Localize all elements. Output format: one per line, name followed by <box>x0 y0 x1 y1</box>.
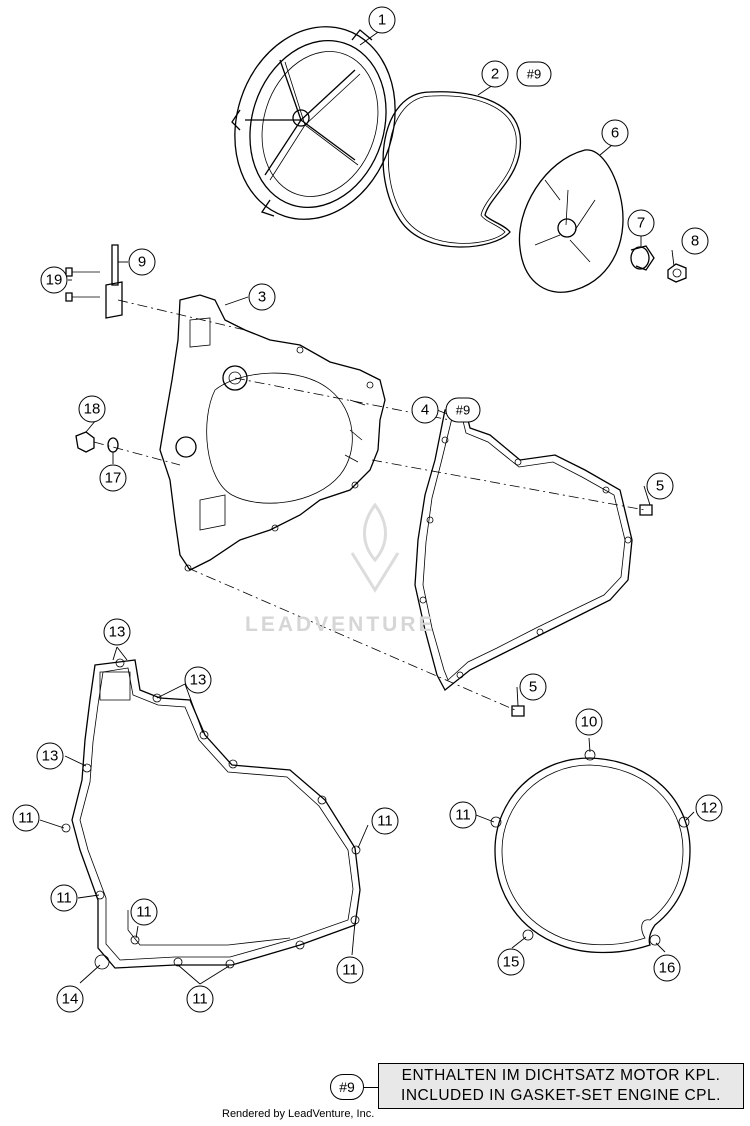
render-credit: Rendered by LeadVenture, Inc. <box>222 1108 375 1120</box>
part-17-o-ring <box>107 437 119 453</box>
callout-11-lower-left: 11 <box>50 884 78 912</box>
svg-text:10: 10 <box>581 714 598 731</box>
part-2-o-ring <box>382 91 522 248</box>
svg-text:14: 14 <box>62 991 79 1008</box>
callout-15: 15 <box>497 948 525 976</box>
callout-9: 9 <box>128 248 156 276</box>
callout-3: 3 <box>248 283 276 311</box>
svg-text:11: 11 <box>377 813 393 830</box>
note-line-english: INCLUDED IN GASKET-SET ENGINE CPL. <box>401 1087 721 1104</box>
part-4-gasket <box>414 407 633 691</box>
svg-text:12: 12 <box>701 800 718 817</box>
svg-text:5: 5 <box>529 679 537 696</box>
svg-text:19: 19 <box>46 272 63 289</box>
part-7-bushing <box>630 245 655 271</box>
svg-text:2: 2 <box>491 66 499 83</box>
svg-text:3: 3 <box>258 289 266 306</box>
callout-1: 1 <box>368 6 396 34</box>
svg-text:16: 16 <box>659 960 676 977</box>
note-reference-connector <box>364 1087 378 1088</box>
callout-8: 8 <box>681 227 709 255</box>
svg-text:7: 7 <box>637 215 645 232</box>
svg-text:9: 9 <box>138 254 146 271</box>
large-gasket-outline <box>61 658 361 970</box>
callout-10: 10 <box>575 708 603 736</box>
part-6-cover-plate <box>518 149 624 293</box>
svg-text:#9: #9 <box>456 403 470 418</box>
svg-text:8: 8 <box>691 233 699 250</box>
svg-text:11: 11 <box>56 890 72 907</box>
callout-2: 2 <box>481 60 509 88</box>
svg-text:17: 17 <box>105 470 122 487</box>
callout-11-right: 11 <box>371 807 399 835</box>
callout-17: 17 <box>99 464 127 492</box>
callout-11-left: 11 <box>12 804 40 832</box>
callout-13-mid: 13 <box>184 666 212 694</box>
note-reference-badge: #9 <box>330 1074 364 1100</box>
part-5-bolt-upper <box>639 504 653 516</box>
callout-4-ref: #9 <box>445 397 481 423</box>
callout-14: 14 <box>56 985 84 1013</box>
svg-text:13: 13 <box>109 624 126 641</box>
callout-12: 12 <box>695 794 723 822</box>
callout-5-upper: 5 <box>646 472 674 500</box>
part-3-housing-cover <box>159 294 386 572</box>
svg-text:11: 11 <box>18 810 34 827</box>
callout-19: 19 <box>40 266 68 294</box>
callout-11-bottom-right: 11 <box>336 956 364 984</box>
svg-text:13: 13 <box>190 672 207 689</box>
part-9-bracket <box>65 244 123 319</box>
gasket-set-note: ENTHALTEN IM DICHTSATZ MOTOR KPL. INCLUD… <box>378 1063 744 1109</box>
callout-5-lower: 5 <box>519 673 547 701</box>
callout-11-bottom: 11 <box>186 985 214 1013</box>
callout-18: 18 <box>78 395 106 423</box>
part-5-bolt-lower <box>511 705 525 717</box>
svg-text:18: 18 <box>84 401 101 418</box>
callout-4: 4 <box>411 396 439 424</box>
watermark-logo <box>350 502 400 593</box>
svg-text:4: 4 <box>421 402 429 419</box>
svg-text:6: 6 <box>611 125 619 142</box>
callout-7: 7 <box>627 209 655 237</box>
part-1-clutch-cover <box>231 26 396 220</box>
round-gasket-outline <box>490 749 691 954</box>
svg-text:13: 13 <box>42 748 59 765</box>
part-18-plug <box>75 431 95 453</box>
callout-13-top: 13 <box>103 618 131 646</box>
svg-text:5: 5 <box>656 478 664 495</box>
svg-text:15: 15 <box>503 954 520 971</box>
svg-text:11: 11 <box>455 807 471 824</box>
callout-6: 6 <box>601 119 629 147</box>
callout-2-ref: #9 <box>516 61 552 87</box>
callout-13-left: 13 <box>36 742 64 770</box>
svg-text:11: 11 <box>136 904 152 921</box>
svg-text:11: 11 <box>342 962 358 979</box>
watermark-text: LEADVENTURE <box>245 613 436 636</box>
svg-text:#9: #9 <box>527 67 541 82</box>
note-line-german: ENTHALTEN IM DICHTSATZ MOTOR KPL. <box>401 1067 721 1084</box>
part-8-nut <box>667 263 687 283</box>
callout-11-inner: 11 <box>130 898 158 926</box>
svg-text:11: 11 <box>192 991 208 1008</box>
callout-11-round: 11 <box>449 801 477 829</box>
svg-text:1: 1 <box>378 12 386 29</box>
callout-16: 16 <box>653 954 681 982</box>
